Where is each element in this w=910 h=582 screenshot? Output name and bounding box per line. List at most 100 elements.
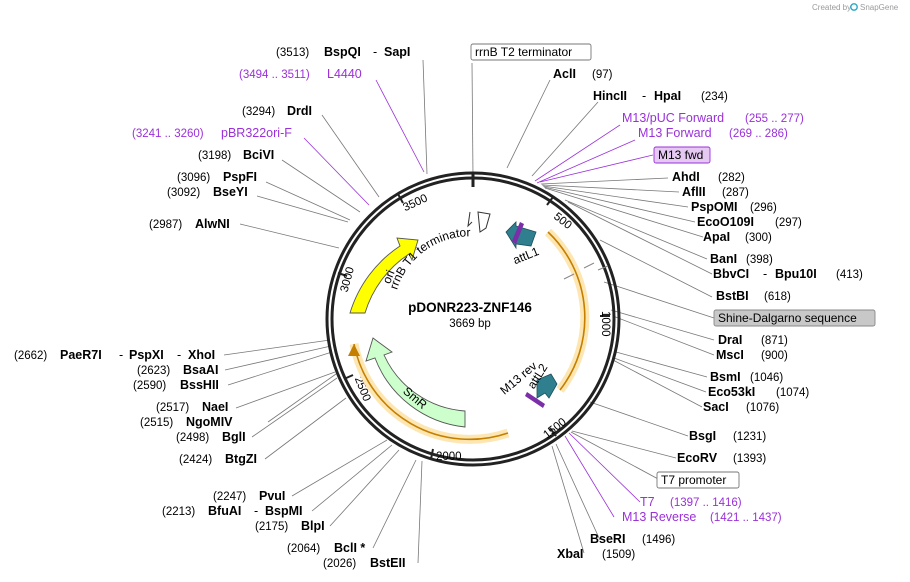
primer-pos: (3494 .. 3511)	[239, 69, 310, 81]
site-pos: (2987)	[149, 219, 182, 231]
feature-box-label: T7 promoter	[661, 473, 726, 487]
site-name: DraI	[718, 333, 742, 347]
site-pos: (2662)	[14, 350, 47, 362]
site-pos: (296)	[750, 202, 777, 214]
feature-box-t7-promoter	[656, 471, 740, 489]
site-name: BanI	[710, 252, 737, 266]
site-pos: (1509)	[602, 549, 635, 561]
site-pos: (3294)	[242, 106, 275, 118]
primer-name: M13 Forward	[638, 126, 712, 140]
primer-name: pBR322ori-F	[221, 126, 292, 140]
site-name: AclI	[553, 67, 576, 81]
site-name: SapI	[384, 45, 410, 59]
feature-box-label: rrnB T2 terminator	[475, 45, 572, 59]
tick-label-2000: 2000	[436, 451, 462, 463]
site-name: BseYI	[213, 185, 248, 199]
plasmid-name: pDONR223-ZNF146	[408, 300, 532, 315]
site-pos: (900)	[761, 350, 788, 362]
site-name: DrdI	[287, 104, 312, 118]
attl2-site-marker	[525, 392, 545, 408]
credit-created-by: Created by	[812, 3, 851, 12]
site-pos: (2623)	[137, 365, 170, 377]
site-pos: (2213)	[162, 506, 195, 518]
site-name: ApaI	[703, 230, 730, 244]
feature-box-label: M13 fwd	[658, 148, 703, 162]
site-separator: -	[177, 348, 181, 362]
ori-label: ori	[380, 268, 398, 286]
site-name: BspQI	[324, 45, 361, 59]
site-pos: (1231)	[733, 431, 766, 443]
feature-box-m13-fwd	[653, 146, 711, 164]
site-name: BglI	[222, 430, 246, 444]
tick-marks	[337, 173, 610, 460]
site-pos: (2026)	[323, 558, 356, 570]
site-pos: (2064)	[287, 543, 320, 555]
snapgene-logo-icon	[850, 3, 858, 11]
site-name: BlpI	[301, 519, 325, 533]
attl1-site-marker	[512, 222, 524, 244]
site-pos: (3092)	[167, 187, 200, 199]
site-pos: (297)	[775, 217, 802, 229]
site-name: BsmI	[710, 370, 741, 384]
site-name: HincII	[593, 89, 627, 103]
site-name: Eco53kI	[708, 385, 755, 399]
tick-label-1000: 1000	[599, 311, 611, 337]
site-pos: (2498)	[176, 432, 209, 444]
site-name: PaeR7I	[60, 348, 102, 362]
site-name: XhoI	[188, 348, 215, 362]
primer-pos: (255 .. 277)	[745, 113, 804, 125]
site-pos: (3198)	[198, 150, 231, 162]
leader-lines	[223, 59, 715, 564]
site-name: PspFI	[223, 170, 257, 184]
site-pos: (1496)	[642, 534, 675, 546]
site-pos: (618)	[764, 291, 791, 303]
site-name: BseRI	[590, 532, 625, 546]
site-name: BfuAI	[208, 504, 241, 518]
attl2-feature	[536, 373, 558, 399]
site-separator: -	[119, 348, 123, 362]
site-pos: (871)	[761, 335, 788, 347]
tick-label-1500: 1500	[541, 416, 569, 441]
site-name: PspXI	[129, 348, 164, 362]
primer-name: M13/pUC Forward	[622, 111, 724, 125]
inner-mark	[583, 262, 595, 269]
right-labels: rrnB T2 terminator AclI (97) HincII - Hp…	[470, 43, 876, 561]
site-name: BclI *	[334, 541, 365, 555]
site-name: BbvCI	[713, 267, 749, 281]
site-pos: (413)	[836, 269, 863, 281]
primer-pos: (1421 .. 1437)	[710, 512, 782, 524]
site-name: BstBI	[716, 289, 749, 303]
site-separator: -	[642, 89, 646, 103]
smr-feature	[365, 337, 466, 428]
primer-pos: (269 .. 286)	[729, 128, 788, 140]
site-pos: (287)	[722, 187, 749, 199]
site-name: SacI	[703, 400, 729, 414]
plasmid-size: 3669 bp	[449, 318, 491, 330]
ori-feature	[349, 237, 419, 314]
site-name: AhdI	[672, 170, 700, 184]
site-pos: (3513)	[276, 47, 309, 59]
site-name: BssHII	[180, 378, 219, 392]
site-pos: (1074)	[776, 387, 809, 399]
feature-box-shine-dalgarno	[713, 309, 876, 327]
site-pos: (2175)	[255, 521, 288, 533]
site-pos: (1046)	[750, 372, 783, 384]
credit-brand: SnapGene	[860, 3, 899, 12]
site-name: PspOMI	[691, 200, 738, 214]
site-name: PvuI	[259, 489, 285, 503]
site-pos: (300)	[745, 232, 772, 244]
site-name: BsgI	[689, 429, 716, 443]
site-name: Bpu10I	[775, 267, 817, 281]
site-pos: (1076)	[746, 402, 779, 414]
inner-mark	[563, 273, 575, 280]
site-pos: (2424)	[179, 454, 212, 466]
site-separator: -	[373, 45, 377, 59]
snapgene-credit: Created by SnapGene	[812, 3, 899, 12]
site-name: EcoO109I	[697, 215, 754, 229]
site-name: HpaI	[654, 89, 681, 103]
primer-pos: (3241 .. 3260)	[132, 128, 204, 140]
site-pos: (1393)	[733, 453, 766, 465]
site-name: BsaAI	[183, 363, 218, 377]
site-pos: (2515)	[140, 417, 173, 429]
rrnb-t1-terminator-feature	[477, 211, 491, 233]
